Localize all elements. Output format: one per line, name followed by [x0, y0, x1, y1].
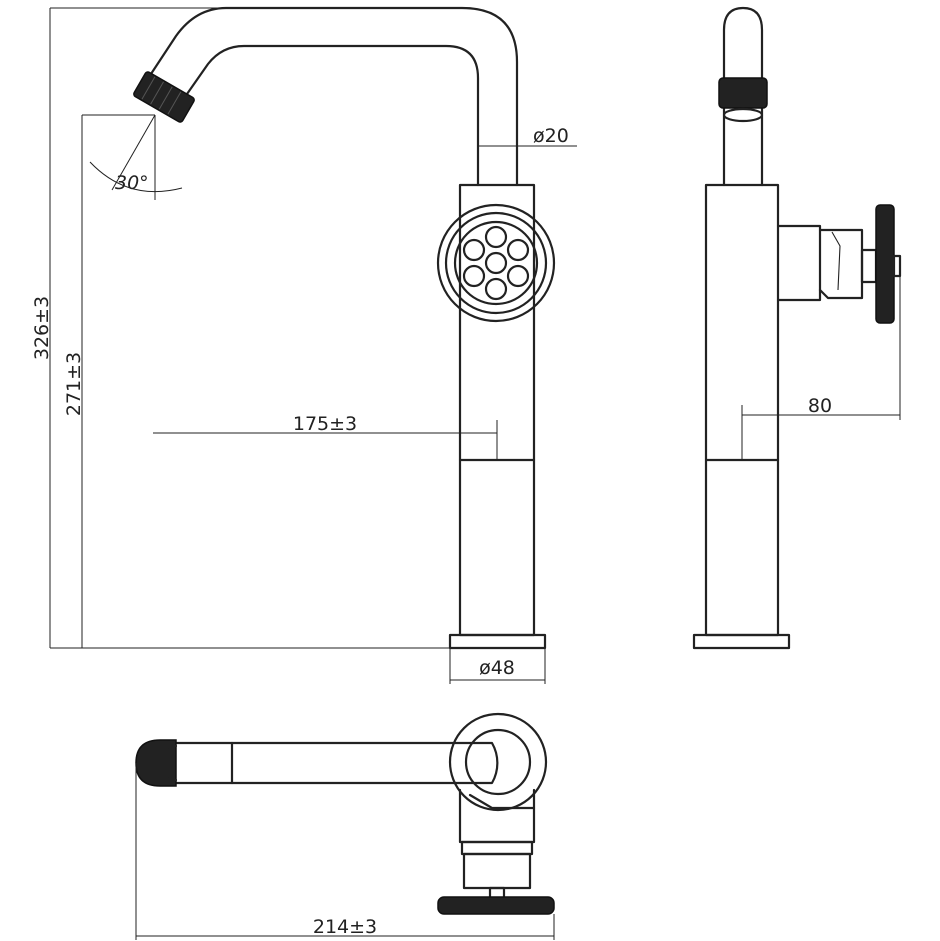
aerator-nozzle — [133, 71, 195, 123]
side-view: 80 — [692, 6, 902, 650]
top-body-circle — [448, 712, 548, 812]
handle-projection-label: 80 — [808, 395, 832, 417]
angle-label: 30° — [115, 172, 149, 194]
top-valve-stem — [458, 788, 536, 844]
pipe-diameter-label: ø20 — [533, 125, 569, 147]
spout-reach-label: 175±3 — [293, 413, 357, 435]
handle-wheel — [436, 203, 556, 323]
side-spout — [722, 6, 764, 187]
total-height-label: 326±3 — [31, 296, 53, 360]
spout-pipe — [145, 6, 519, 187]
top-length-label: 214±3 — [313, 916, 377, 938]
front-view: 326±3 271±3 30° 175±3 ø20 ø48 — [31, 6, 577, 684]
base-plate — [448, 633, 547, 650]
side-valve-block — [776, 224, 822, 302]
side-base — [692, 633, 791, 650]
spout-pipe-inner — [185, 44, 480, 187]
outlet-height-label: 271±3 — [63, 352, 85, 416]
base-diameter-label: ø48 — [479, 657, 515, 679]
side-aerator — [718, 77, 768, 109]
top-view: 214±3 — [135, 712, 555, 940]
side-handle-wheel — [875, 204, 895, 324]
top-spout-arm — [174, 741, 499, 785]
top-handle-wheel — [437, 896, 555, 915]
